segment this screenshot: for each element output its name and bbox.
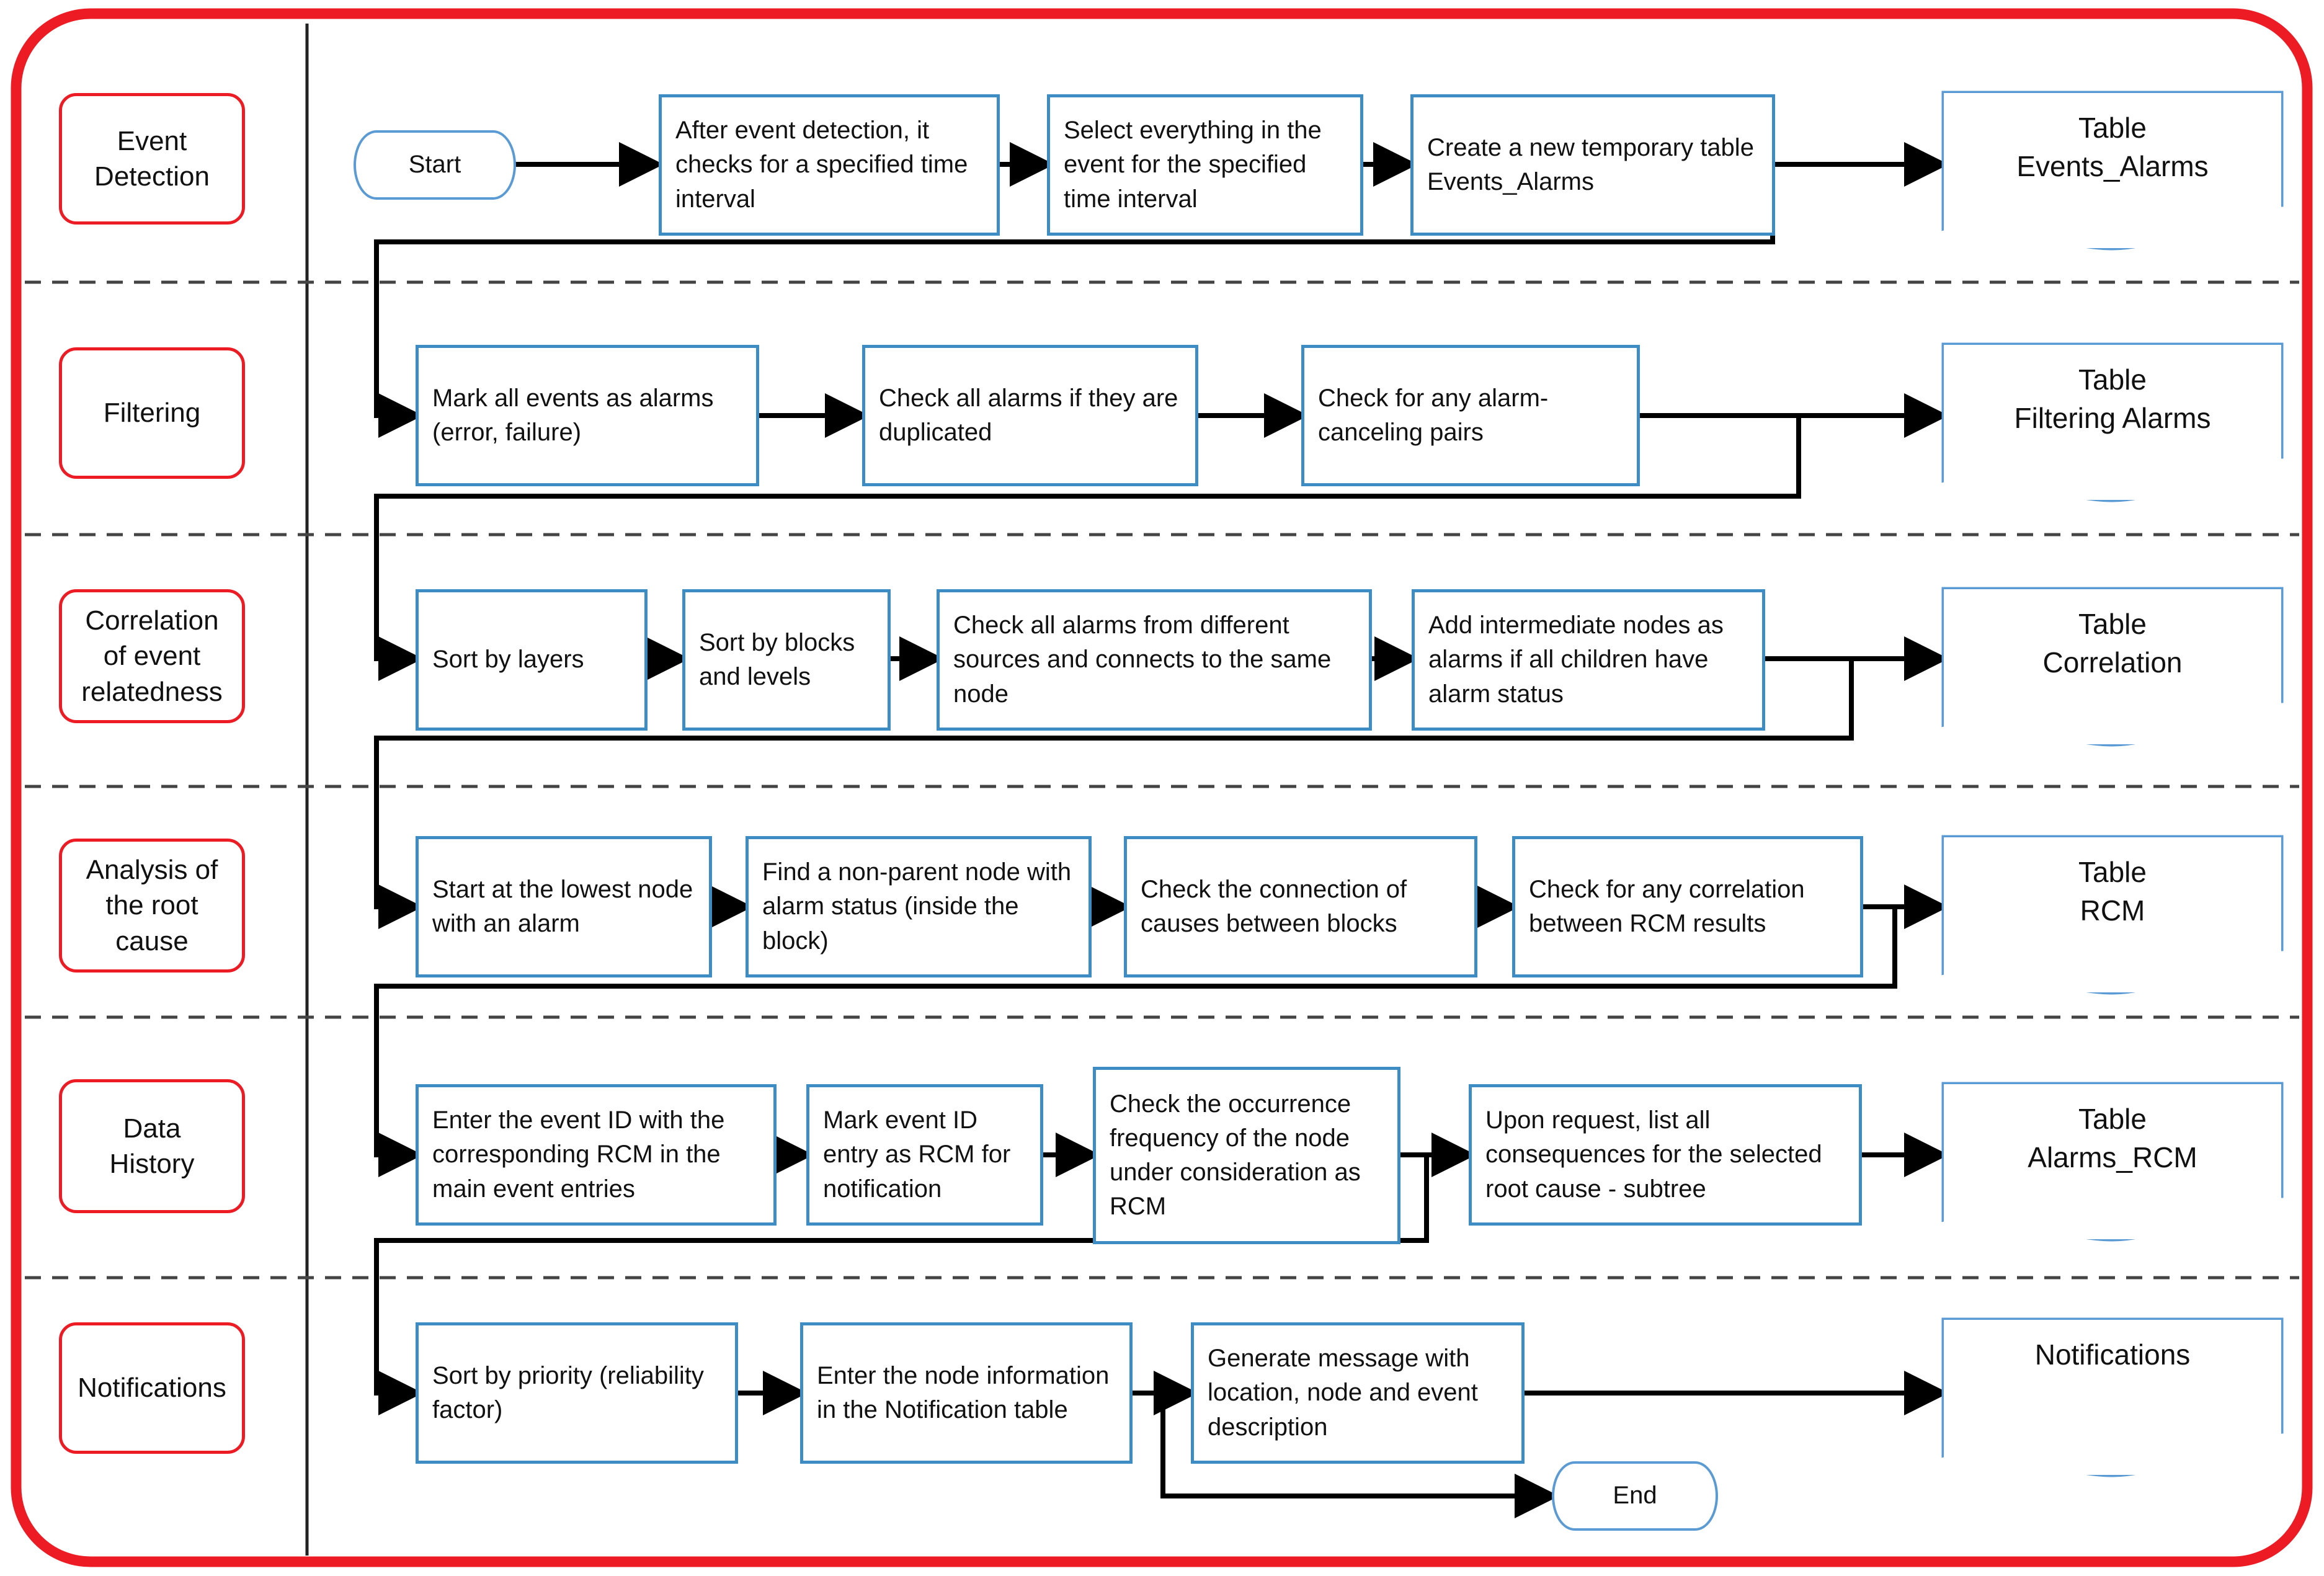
document-shapes	[1941, 91, 2284, 1477]
process-row6-2[interactable]: Enter the node information in the Notifi…	[800, 1322, 1133, 1464]
process-text: Check for any correlation between RCM re…	[1529, 875, 1805, 937]
document-text: Table Correlation	[2042, 608, 2183, 679]
process-row3-4[interactable]: Add intermediate nodes as alarms if all …	[1412, 589, 1765, 731]
lane-label-correlation: Correlation of event relatedness	[59, 589, 245, 723]
start-label: Start	[408, 151, 461, 179]
lane-label-notifications: Notifications	[59, 1322, 245, 1454]
process-row5-1[interactable]: Enter the event ID with the correspondin…	[416, 1084, 777, 1226]
process-row1-3[interactable]: Create a new temporary table Events_Alar…	[1410, 94, 1775, 236]
document-filtering-alarms[interactable]: Table Filtering Alarms	[1944, 345, 2281, 500]
document-events-alarms[interactable]: Table Events_Alarms	[1944, 93, 2281, 248]
lane-label-text: Correlation of event relatedness	[81, 605, 223, 707]
process-text: After event detection, it checks for a s…	[675, 117, 968, 213]
document-text: Table Alarms_RCM	[2028, 1103, 2197, 1173]
lane-label-text: Analysis of the root cause	[86, 855, 218, 956]
process-row4-1[interactable]: Start at the lowest node with an alarm	[416, 836, 712, 977]
process-row1-1[interactable]: After event detection, it checks for a s…	[659, 94, 1000, 236]
process-text: Sort by layers	[432, 646, 584, 674]
document-text: Table RCM	[2078, 856, 2147, 927]
document-rcm[interactable]: Table RCM	[1944, 837, 2281, 992]
process-row6-1[interactable]: Sort by priority (reliability factor)	[416, 1322, 738, 1464]
process-text: Sort by blocks and levels	[699, 628, 855, 690]
lane-dividers	[25, 280, 2299, 1280]
process-row3-2[interactable]: Sort by blocks and levels	[682, 589, 891, 731]
process-text: Check all alarms if they are duplicated	[879, 384, 1178, 446]
process-text: Mark event ID entry as RCM for notificat…	[823, 1106, 1011, 1203]
end-label: End	[1613, 1482, 1657, 1510]
process-text: Check all alarms from different sources …	[953, 612, 1332, 708]
document-text: Table Filtering Alarms	[2014, 363, 2211, 434]
document-notifications[interactable]: Notifications	[1944, 1320, 2281, 1475]
lane-label-root-cause: Analysis of the root cause	[59, 839, 245, 973]
outer-frame	[11, 8, 2313, 1567]
process-text: Generate message with location, node and…	[1208, 1345, 1478, 1441]
process-row3-1[interactable]: Sort by layers	[416, 589, 648, 731]
process-row3-3[interactable]: Check all alarms from different sources …	[937, 589, 1372, 731]
process-text: Enter the node information in the Notifi…	[817, 1361, 1110, 1423]
process-row2-3[interactable]: Check for any alarm-canceling pairs	[1301, 345, 1640, 486]
process-row4-2[interactable]: Find a non-parent node with alarm status…	[746, 836, 1092, 977]
process-row2-2[interactable]: Check all alarms if they are duplicated	[862, 345, 1198, 486]
end-terminator[interactable]: End	[1552, 1461, 1718, 1531]
process-text: Enter the event ID with the correspondin…	[432, 1106, 725, 1203]
lane-label-text: Filtering	[103, 398, 201, 429]
lane-label-event-detection: Event Detection	[59, 93, 245, 225]
process-row5-2[interactable]: Mark event ID entry as RCM for notificat…	[806, 1084, 1043, 1226]
process-row5-3[interactable]: Check the occurrence frequency of the no…	[1093, 1067, 1400, 1244]
connectors	[374, 142, 1949, 1518]
process-row4-4[interactable]: Check for any correlation between RCM re…	[1512, 836, 1863, 977]
lane-label-text: Notifications	[78, 1373, 226, 1404]
document-text: Table Events_Alarms	[2016, 112, 2209, 182]
process-text: Select everything in the event for the s…	[1064, 117, 1322, 213]
document-text: Notifications	[2034, 1338, 2191, 1371]
process-text: Sort by priority (reliability factor)	[432, 1361, 704, 1423]
process-row6-3[interactable]: Generate message with location, node and…	[1191, 1322, 1525, 1464]
process-text: Check for any alarm-canceling pairs	[1318, 384, 1549, 446]
process-text: Start at the lowest node with an alarm	[432, 875, 693, 937]
process-row2-1[interactable]: Mark all events as alarms (error, failur…	[416, 345, 759, 486]
lane-label-filtering: Filtering	[59, 347, 245, 479]
process-text: Mark all events as alarms (error, failur…	[432, 384, 714, 446]
process-text: Upon request, list all consequences for …	[1485, 1106, 1822, 1203]
process-text: Add intermediate nodes as alarms if all …	[1428, 612, 1724, 708]
lane-label-text: Data History	[109, 1113, 195, 1179]
lane-label-data-history: Data History	[59, 1079, 245, 1213]
process-text: Check the occurrence frequency of the no…	[1110, 1090, 1361, 1221]
start-terminator[interactable]: Start	[354, 130, 516, 200]
lane-label-text: Event Detection	[94, 125, 210, 192]
process-row4-3[interactable]: Check the connection of causes between b…	[1124, 836, 1477, 977]
process-text: Create a new temporary table Events_Alar…	[1427, 133, 1754, 195]
process-text: Check the connection of causes between b…	[1141, 875, 1407, 937]
process-text: Find a non-parent node with alarm status…	[762, 858, 1072, 955]
document-alarms-rcm[interactable]: Table Alarms_RCM	[1944, 1084, 2281, 1239]
process-row1-2[interactable]: Select everything in the event for the s…	[1047, 94, 1363, 236]
process-row5-4[interactable]: Upon request, list all consequences for …	[1469, 1084, 1862, 1226]
document-correlation[interactable]: Table Correlation	[1944, 589, 2281, 744]
